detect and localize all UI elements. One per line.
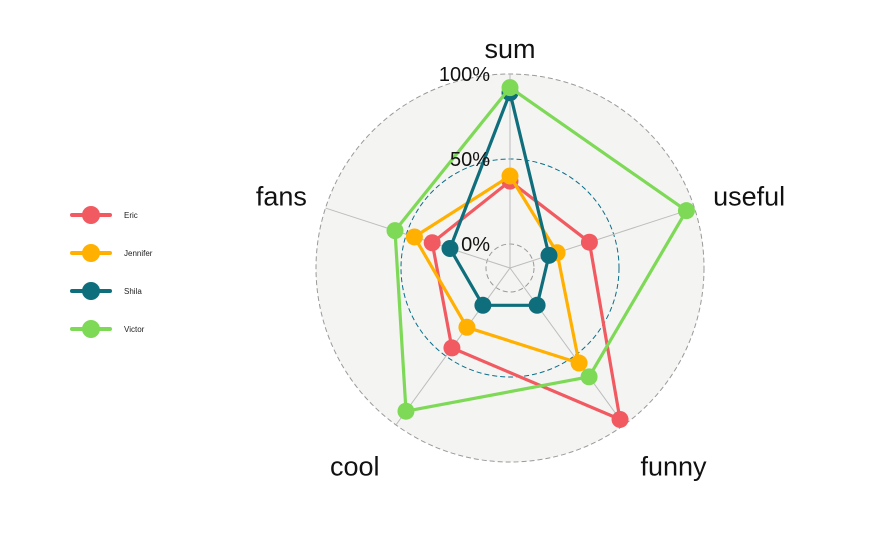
point-jennifer-sum [501,167,519,185]
point-victor-fans [386,222,404,240]
spoke-funny [509,267,625,426]
point-jennifer-fans [405,228,423,246]
series-line-eric [430,179,622,421]
point-victor-cool [397,402,415,420]
point-shila-useful [540,246,558,264]
legend-swatch-shila [68,281,114,301]
point-shila-funny [528,296,546,314]
legend-dot-eric [82,206,100,224]
legend-swatch-victor [68,319,114,339]
legend-dot-victor [82,320,100,338]
legend-dot-jennifer [82,244,100,262]
series-line-shila [448,91,551,307]
point-eric-fans [423,234,441,252]
axis-label-funny: funny [640,452,707,482]
point-shila-cool [474,296,492,314]
radar-labels: 0% 50% 100%sum useful funny cool fans [256,34,785,482]
series-line-jennifer [412,174,581,365]
axis-label-useful: useful [713,181,785,211]
point-eric-cool [443,339,461,357]
point-victor-funny [580,368,598,386]
point-eric-funny [611,410,629,428]
series-line-victor [393,85,689,413]
legend-label-jennifer: Jennifer [124,248,153,258]
legend-label-shila: Shila [124,286,142,296]
legend-item-jennifer: Jennifer [68,234,188,272]
legend-label-eric: Eric [124,210,138,220]
legend-item-shila: Shila [68,272,188,310]
point-victor-sum [501,79,519,97]
point-victor-useful [677,202,695,220]
radar-series [386,79,695,428]
legend-swatch-jennifer [68,243,114,263]
radar-grid [315,73,705,463]
grid-label-0: 0% [461,234,490,256]
point-eric-useful [580,233,598,251]
legend-label-victor: Victor [124,324,145,334]
legend-swatch-eric [68,205,114,225]
point-jennifer-funny [570,354,588,372]
axis-label-cool: cool [330,452,380,482]
grid-label-2: 100% [439,64,490,86]
axis-label-fans: fans [256,181,307,211]
spoke-useful [509,207,695,269]
legend: Eric Jennifer Shila Victor [68,196,188,348]
point-jennifer-cool [458,318,476,336]
axis-label-sum: sum [484,34,535,64]
legend-dot-shila [82,282,100,300]
point-shila-fans [441,240,459,258]
legend-item-victor: Victor [68,310,188,348]
grid-label-1: 50% [450,149,490,171]
legend-item-eric: Eric [68,196,188,234]
